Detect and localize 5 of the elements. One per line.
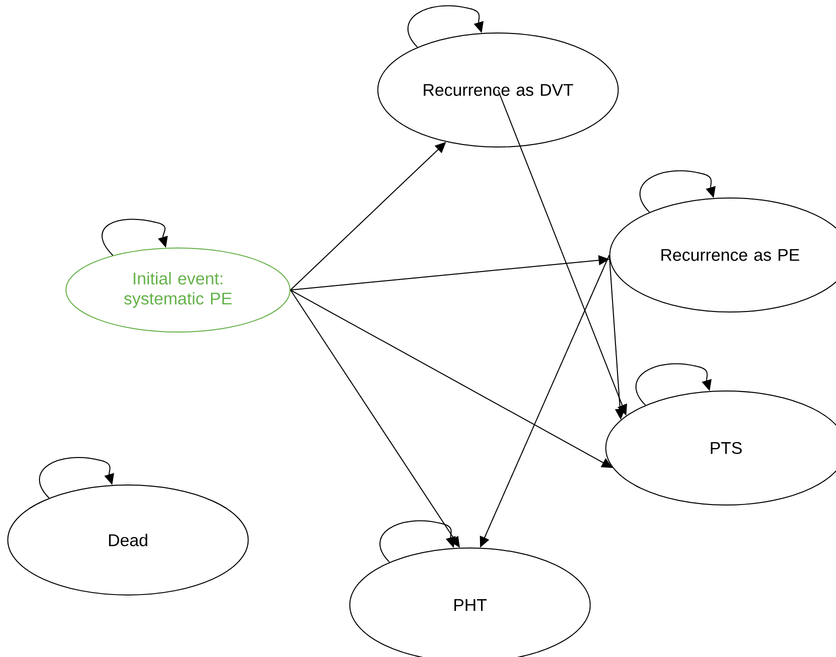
- arrow: [38, 457, 114, 499]
- arrow: [639, 170, 716, 213]
- arrow: [102, 218, 168, 256]
- arrow: [635, 363, 712, 406]
- arrow: [407, 5, 484, 48]
